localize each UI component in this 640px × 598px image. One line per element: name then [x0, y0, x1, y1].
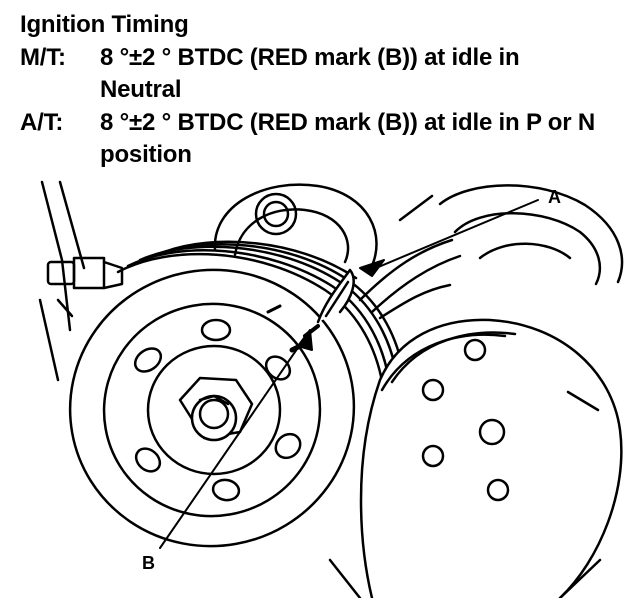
mt-spec-line-1: 8 °±2 ° BTDC (RED mark (B)) at idle in	[100, 44, 520, 71]
mt-label: M/T:	[20, 44, 66, 71]
engine-block-edge	[38, 180, 86, 382]
callout-a: A	[548, 187, 561, 207]
bolt	[46, 256, 124, 318]
mt-spec-line-2: Neutral	[100, 76, 182, 103]
pulley-bolt	[178, 376, 254, 442]
timing-pointer	[316, 268, 355, 324]
callout-b: B	[142, 553, 155, 573]
upper-right-pulley	[398, 184, 624, 286]
heading: Ignition Timing	[20, 11, 189, 38]
at-spec-line-2: position	[100, 141, 192, 168]
idler-pulley	[213, 183, 378, 272]
at-spec-line-1: 8 °±2 ° BTDC (RED mark (B)) at idle in P…	[100, 109, 596, 136]
at-label: A/T:	[20, 109, 64, 136]
lower-right-pulley	[359, 318, 623, 598]
drive-belt	[358, 238, 462, 320]
leader-lines	[159, 199, 539, 549]
background-lines	[328, 558, 602, 598]
